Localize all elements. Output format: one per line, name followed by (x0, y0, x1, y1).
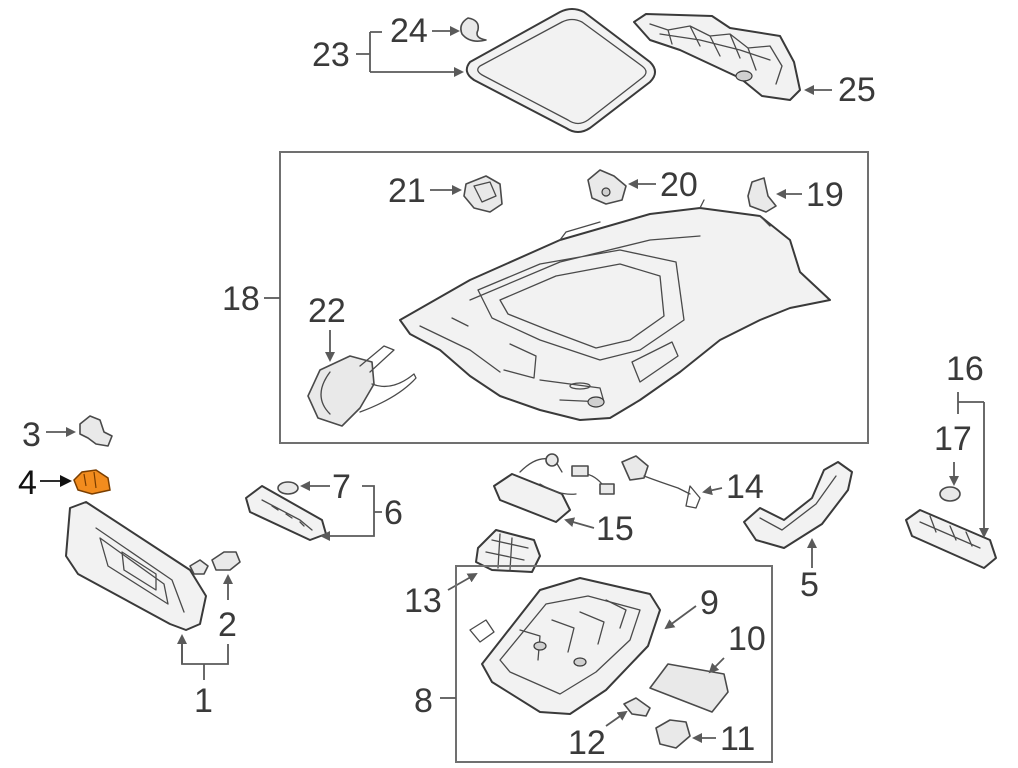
callout-label: 9 (700, 584, 719, 622)
clip-part-4-highlighted (73, 469, 111, 495)
callout-label: 20 (660, 166, 698, 204)
callout-22: 22 (308, 292, 346, 362)
callout-label: 25 (838, 71, 876, 109)
callout-15: 15 (564, 510, 634, 548)
insulator-part-25 (633, 13, 801, 101)
clip-part-21 (463, 175, 503, 213)
callout-label: 10 (728, 620, 766, 658)
callout-label: 15 (596, 510, 634, 548)
bulb-part-12 (623, 697, 651, 717)
callout-label: 13 (404, 582, 442, 620)
callout-5: 5 (800, 538, 819, 604)
callout-23: 23 (312, 31, 462, 74)
callout-10: 10 (708, 620, 766, 674)
callout-label: 2 (218, 606, 237, 644)
callout-3: 3 (22, 416, 76, 454)
callout-label: 12 (568, 724, 606, 762)
callout-7: 7 (300, 468, 351, 506)
callout-label: 17 (934, 420, 972, 458)
callout-label: 21 (388, 172, 426, 210)
sunroof-seal-part (465, 8, 656, 133)
callout-25: 25 (804, 71, 876, 109)
callout-2: 2 (218, 574, 237, 644)
callout-label: 8 (414, 682, 433, 720)
callout-6: 6 (322, 485, 403, 536)
grab-handle-part-5 (743, 461, 853, 549)
callout-18: 18 (222, 280, 280, 318)
clip-part-19 (747, 177, 777, 213)
callout-16: 16 (946, 350, 984, 536)
callout-label: 5 (800, 566, 819, 604)
callout-label: 23 (312, 36, 350, 74)
callout-label: 19 (806, 176, 844, 214)
bulb-part-17 (939, 486, 961, 502)
callout-19: 19 (776, 176, 844, 214)
callout-label: 16 (946, 350, 984, 388)
callout-24: 24 (390, 12, 460, 50)
callout-label-highlighted: 4 (18, 464, 37, 502)
switch-part-13 (475, 529, 541, 573)
module-part-15 (493, 453, 615, 523)
clip-part-24 (460, 17, 487, 42)
harness-part-22 (307, 345, 417, 427)
callout-label: 6 (384, 494, 403, 532)
console-part-9 (469, 577, 661, 715)
console-group-box (455, 565, 773, 763)
callout-8: 8 (414, 682, 456, 720)
callout-9: 9 (664, 584, 719, 630)
callout-11: 11 (692, 720, 755, 758)
callout-4: 4 (18, 464, 72, 502)
callout-12: 12 (568, 710, 628, 762)
callout-13: 13 (404, 573, 478, 620)
callout-label: 18 (222, 280, 260, 318)
bulb-part-7 (277, 481, 299, 495)
callout-label: 24 (390, 12, 428, 50)
callout-14: 14 (702, 468, 764, 506)
lamp-part-16 (905, 509, 997, 569)
lens-part-10 (649, 663, 729, 713)
callout-label: 3 (22, 416, 41, 454)
callout-label: 11 (720, 720, 755, 758)
visor-clip-part-2 (189, 551, 241, 575)
headliner-part (399, 199, 831, 421)
callout-20: 20 (628, 166, 698, 204)
clip-part-3 (79, 415, 113, 447)
sun-visor-part (65, 501, 207, 631)
callout-1: 1 (177, 634, 229, 720)
cover-part-11 (655, 719, 691, 749)
callout-17: 17 (934, 402, 972, 484)
callout-21: 21 (388, 172, 462, 210)
callout-label: 22 (308, 292, 346, 330)
bracket-part-20 (587, 169, 627, 205)
callout-label: 7 (332, 468, 351, 506)
harness-part-14 (621, 455, 701, 509)
highlighted-part-shape (73, 469, 111, 495)
callout-label: 14 (726, 468, 764, 506)
callout-label: 1 (194, 682, 213, 720)
